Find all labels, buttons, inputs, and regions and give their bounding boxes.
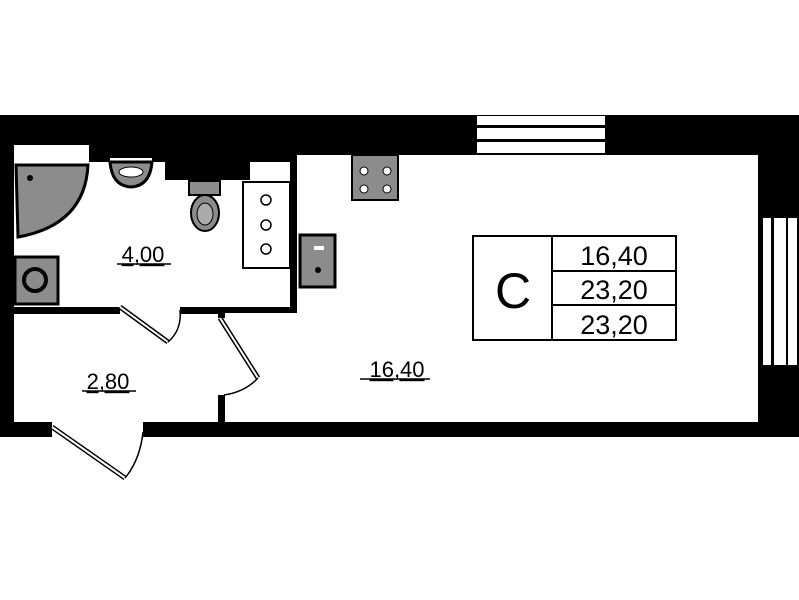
- living-area-value: 16,40: [580, 241, 648, 271]
- stove-icon: [351, 154, 399, 201]
- hallway-floor: [14, 314, 218, 422]
- living-room-area: 16,40: [369, 357, 424, 382]
- washing-machine-icon: [13, 255, 60, 306]
- living-room-floor-ext: [225, 313, 305, 422]
- counter-icon: [242, 181, 291, 269]
- toilet-icon: [188, 180, 221, 232]
- apartment-type: C: [495, 263, 531, 319]
- kitchen-sink-icon: [298, 233, 337, 289]
- total-area-with-balcony-value: 23,20: [580, 310, 648, 340]
- window-top: [477, 116, 605, 153]
- total-area-value: 23,20: [580, 275, 648, 305]
- bathroom-door[interactable]: [118, 304, 181, 345]
- washbasin-icon: [108, 160, 154, 189]
- entry-door[interactable]: [50, 421, 144, 481]
- window-right: [763, 218, 797, 365]
- shower-icon: [14, 163, 90, 239]
- living-room-door[interactable]: [217, 316, 261, 396]
- bathroom-area: 4,00: [122, 242, 165, 267]
- area-summary-box: C 16,40 23,20 23,20: [472, 235, 677, 341]
- hallway-area: 2,80: [87, 369, 130, 394]
